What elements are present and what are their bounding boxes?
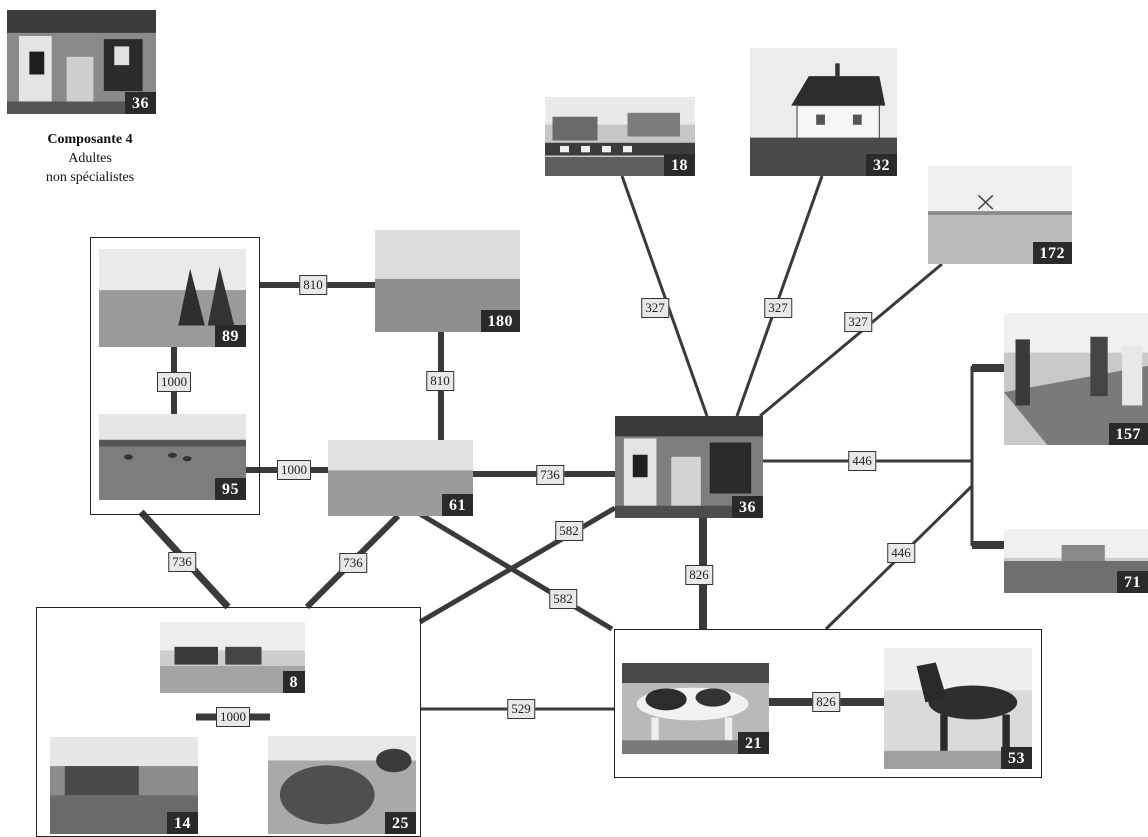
component-caption: Composante 4 Adultes non spécialistes: [0, 130, 180, 187]
photo-id-label: 8: [283, 671, 306, 693]
edge-label-18-36: 327: [641, 298, 669, 318]
caption-line-3: non spécialistes: [0, 168, 180, 187]
legend-photo-milking: 36: [7, 10, 156, 114]
edge-label-89-180: 810: [299, 275, 327, 295]
photo-53-horse: 53: [884, 648, 1032, 769]
photo-172-field: 172: [928, 166, 1072, 264]
edge-label-61-grpR: 582: [549, 589, 577, 609]
photo-21-cow: 21: [622, 663, 769, 754]
edge-label-36-157: 446: [848, 451, 876, 471]
photo-32-house: 32: [750, 48, 897, 176]
photo-id-label: 53: [1001, 747, 1032, 769]
edge-label-8-lower: 1000: [216, 707, 250, 727]
photo-id-label: 18: [664, 154, 695, 176]
photo-157-workers: 157: [1004, 313, 1148, 445]
photo-71-farm: 71: [1004, 529, 1148, 593]
edge-label-61-36: 736: [536, 465, 564, 485]
edge-label-36-grpR: 826: [685, 565, 713, 585]
edge-label-grpL-grpB: 736: [168, 552, 196, 572]
photo-id-label: 36: [125, 92, 156, 114]
photo-id-label: 25: [385, 812, 416, 834]
edge-label-grpB-grpR: 529: [507, 699, 535, 719]
edge-line-18-36: [622, 176, 707, 416]
photo-id-label: 32: [866, 154, 897, 176]
photo-25-haycart: 25: [268, 736, 416, 834]
caption-title: Composante 4: [0, 130, 180, 149]
photo-id-label: 36: [732, 496, 763, 518]
photo-id-label: 21: [738, 732, 769, 754]
photo-id-label: 61: [442, 494, 473, 516]
edge-line-32-36: [737, 176, 822, 416]
photo-14-harvest: 14: [50, 737, 198, 834]
edge-line-172-36: [760, 264, 942, 416]
edge-label-32-36: 327: [764, 298, 792, 318]
photo-id-label: 71: [1117, 571, 1148, 593]
photo-18-canal: 18: [545, 97, 695, 176]
edge-label-36-grpB: 582: [555, 521, 583, 541]
photo-95-workers: 95: [99, 414, 246, 500]
edge-label-grpR-157: 446: [887, 543, 915, 563]
edge-label-95-61: 1000: [277, 460, 311, 480]
photo-36-milking: 36: [615, 416, 763, 518]
caption-line-2: Adultes: [0, 149, 180, 168]
photo-id-label: 180: [481, 310, 521, 332]
edge-label-89-95: 1000: [157, 372, 191, 392]
photo-89-trees: 89: [99, 249, 246, 347]
photo-id-label: 89: [215, 325, 246, 347]
edge-label-172-36: 327: [844, 312, 872, 332]
photo-8-horses: 8: [160, 622, 305, 693]
photo-id-label: 157: [1109, 423, 1148, 445]
edge-line-36-grpB: [420, 508, 615, 622]
photo-61-field: 61: [328, 440, 473, 516]
photo-id-label: 172: [1033, 242, 1073, 264]
photo-id-label: 14: [167, 812, 198, 834]
photo-id-label: 95: [215, 478, 246, 500]
edge-label-61-grpB: 736: [339, 553, 367, 573]
edge-label-180-61: 810: [426, 371, 454, 391]
edge-label-21-53: 826: [812, 692, 840, 712]
photo-180-field: 180: [375, 230, 520, 332]
